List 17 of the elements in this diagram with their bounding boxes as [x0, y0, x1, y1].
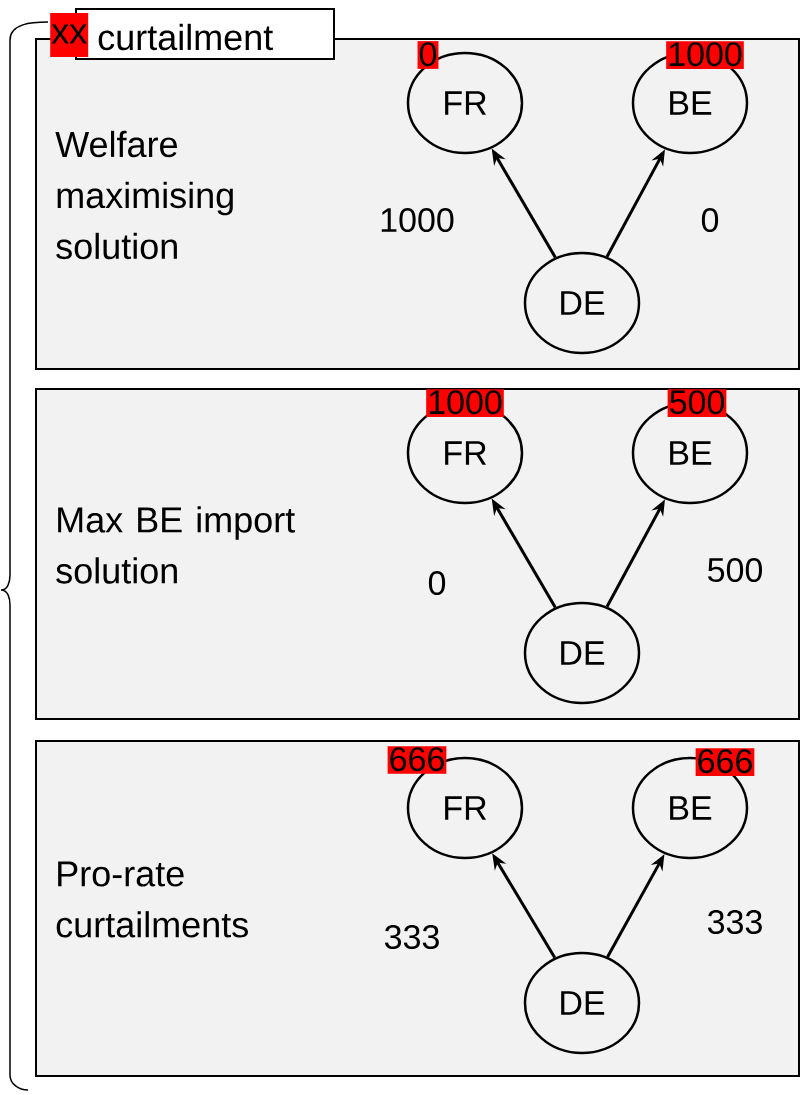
- highlighted-value: 1000: [426, 389, 504, 417]
- highlighted-value: 1000: [666, 41, 744, 69]
- title: curtailment: [98, 23, 273, 51]
- edge-label: 1000: [381, 207, 454, 233]
- edge-label: 333: [384, 924, 439, 950]
- panel-label: Pro-rate curtailments: [56, 861, 248, 938]
- edge-label: 0: [701, 207, 719, 233]
- panel-label: Welfare maximising solution: [55, 130, 233, 260]
- edge-label: 333: [707, 909, 762, 935]
- highlighted-title: xx: [50, 13, 89, 57]
- highlighted-value: 666: [387, 746, 447, 774]
- edge-label: 500: [708, 557, 762, 583]
- edge-label: 0: [428, 570, 446, 596]
- panel-label: Max BE import solution: [56, 506, 295, 584]
- highlighted-value: 500: [667, 389, 727, 417]
- highlighted-value: 666: [695, 748, 755, 776]
- highlighted-value: 0: [417, 41, 439, 69]
